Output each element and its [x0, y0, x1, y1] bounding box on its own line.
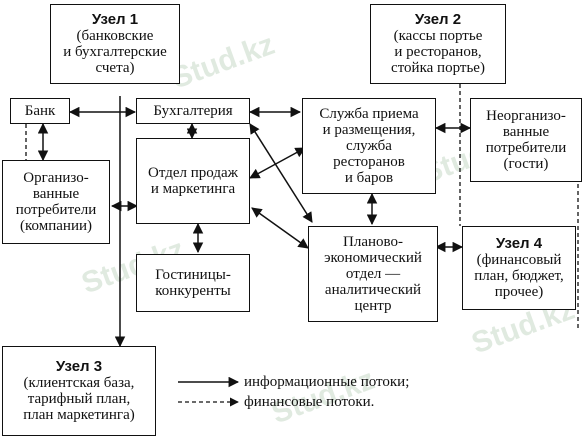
bank-label: Банк	[24, 103, 56, 119]
reception-line: Служба приема	[319, 106, 419, 122]
uzel4-line: (финансовый	[476, 252, 562, 268]
reception-line: и баров	[344, 170, 394, 186]
accounting-box: Бухгалтерия	[136, 98, 250, 124]
planning-line: отдел —	[345, 266, 401, 282]
uzel1-line: счета)	[95, 60, 135, 76]
uzel1-line: (банковские	[76, 28, 154, 44]
sales-planning-arrow	[251, 207, 309, 249]
unorganized-line: Неорганизо-	[486, 108, 566, 124]
unorganized-line: ванные	[502, 124, 550, 140]
reception-line: служба	[346, 138, 392, 154]
uzel3-box: Узел 3 (клиентская база, тарифный план, …	[2, 346, 156, 436]
sales-box: Отдел продаж и маркетинга	[136, 138, 250, 224]
reception-line: ресторанов	[333, 154, 405, 170]
unorganized-line: (гости)	[503, 156, 549, 172]
unorganized-box: Неорганизо- ванные потребители (гости)	[470, 98, 582, 182]
uzel1-box: Узел 1 (банковские и бухгалтерские счета…	[50, 4, 180, 84]
organized-box: Организо- ванные потребители (компании)	[2, 160, 110, 244]
uzel4-line: прочее)	[494, 284, 544, 300]
competitors-box: Гостиницы- конкуренты	[136, 254, 250, 312]
uzel4-box: Узел 4 (финансовый план, бюджет, прочее)	[462, 226, 576, 310]
uzel2-box: Узел 2 (кассы портье и ресторанов, стойк…	[370, 4, 506, 84]
uzel1-title: Узел 1	[91, 11, 139, 28]
uzel4-line: план, бюджет,	[474, 268, 564, 284]
sales-line: Отдел продаж	[148, 165, 238, 181]
competitors-line: Гостиницы-	[155, 267, 231, 283]
unorganized-line: потребители	[485, 140, 567, 156]
reception-box: Служба приема и размещения, служба ресто…	[302, 98, 436, 194]
accounting-label: Бухгалтерия	[153, 103, 233, 119]
sales-reception-arrow	[249, 147, 306, 179]
planning-line: аналитический	[324, 282, 422, 298]
planning-box: Планово- экономический отдел — аналитиче…	[308, 226, 438, 322]
uzel3-line: план маркетинга)	[23, 407, 135, 423]
sales-line: и маркетинга	[150, 181, 236, 197]
legend-finance-label: финансовые потоки.	[244, 394, 375, 410]
bank-box: Банк	[10, 98, 70, 124]
uzel2-line: и ресторанов,	[394, 44, 482, 60]
organized-line: потребители	[15, 202, 97, 218]
uzel4-title: Узел 4	[495, 235, 543, 252]
organized-line: ванные	[32, 186, 80, 202]
planning-line: экономический	[324, 250, 422, 266]
reception-line: и размещения,	[322, 122, 416, 138]
uzel2-line: (кассы портье	[393, 28, 483, 44]
planning-line: центр	[354, 298, 392, 314]
uzel3-line: тарифный план,	[27, 391, 131, 407]
uzel2-line: стойка портье)	[391, 60, 485, 76]
uzel3-line: (клиентская база,	[23, 375, 135, 391]
organized-line: (компании)	[20, 218, 92, 234]
legend-info-label: информационные потоки;	[244, 374, 410, 390]
uzel2-title: Узел 2	[414, 11, 462, 28]
organized-line: Организо-	[23, 170, 89, 186]
uzel1-line: и бухгалтерские	[63, 44, 167, 60]
competitors-line: конкуренты	[155, 283, 231, 299]
planning-line: Планово-	[343, 234, 403, 250]
uzel3-title: Узел 3	[55, 358, 103, 375]
